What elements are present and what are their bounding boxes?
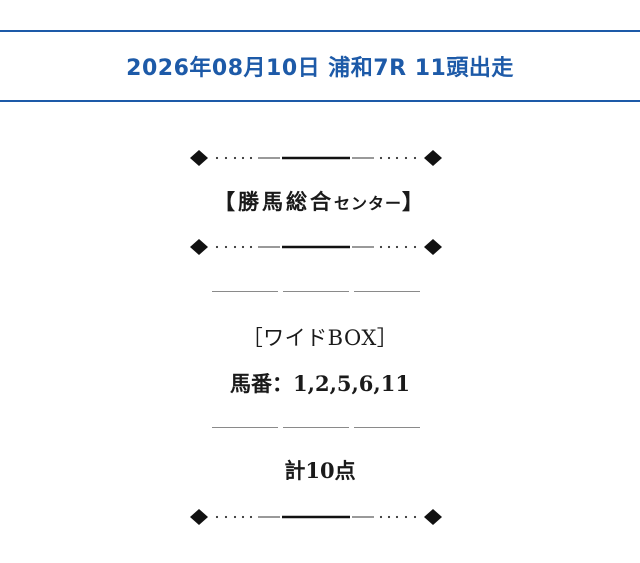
diamond-right-icon: [424, 509, 442, 525]
diamond-right-icon: [424, 150, 442, 166]
thin-rule: [212, 291, 278, 292]
thin-rule: [283, 291, 349, 292]
dots-left: [215, 156, 253, 160]
thin-rule: [354, 291, 420, 292]
brand-name: 【勝馬総合センター】: [213, 189, 426, 214]
ornament-divider-middle: [190, 239, 442, 255]
thin-rule: [354, 427, 420, 428]
thin-rule: [283, 427, 349, 428]
race-header: 2026年08月10日 浦和7R 11頭出走: [0, 30, 640, 102]
horse-numbers: 馬番：1,2,5,6,11: [230, 371, 410, 396]
thin-rule: [212, 427, 278, 428]
diamond-left-icon: [190, 150, 208, 166]
dots-right: [379, 156, 417, 160]
diamond-left-icon: [190, 509, 208, 525]
race-title: 2026年08月10日 浦和7R 11頭出走: [126, 56, 514, 81]
ornament-divider-bottom: [190, 509, 442, 525]
diamond-right-icon: [424, 239, 442, 255]
bet-type-label: ［ワイドBOX］: [241, 326, 399, 350]
total-count: 計10点: [284, 458, 356, 483]
diamond-left-icon: [190, 239, 208, 255]
ornament-divider-top: [190, 150, 442, 166]
